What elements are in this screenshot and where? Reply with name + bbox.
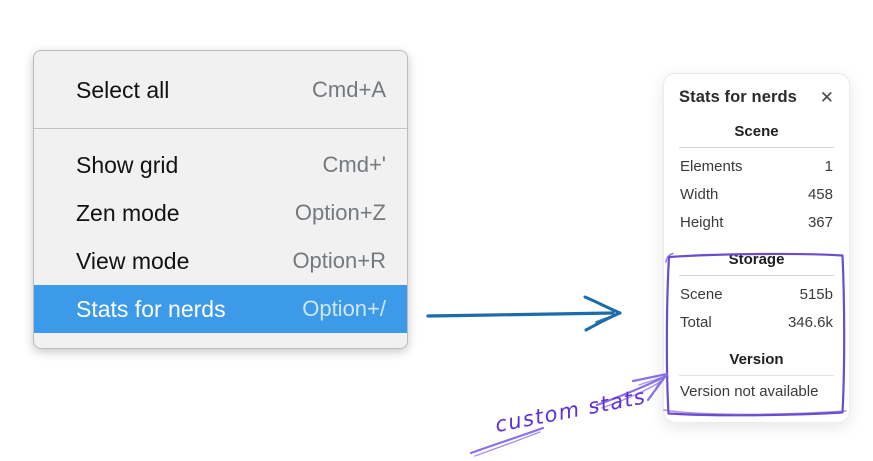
stats-panel-header: Stats for nerds ✕	[664, 74, 849, 109]
section-header: Storage	[728, 251, 785, 268]
menu-item-stats-for-nerds[interactable]: Stats for nerds Option+/	[34, 285, 407, 333]
blue-arrow	[426, 295, 622, 332]
stat-row-elements: Elements 1	[680, 153, 833, 181]
menu-item-zen-mode[interactable]: Zen mode Option+Z	[34, 189, 407, 237]
context-menu: Select all Cmd+A Show grid Cmd+' Zen mod…	[33, 50, 408, 349]
stat-label: Width	[680, 186, 719, 203]
stat-value: 1	[824, 158, 833, 175]
menu-shortcut: Option+R	[292, 248, 386, 273]
stat-label: Scene	[680, 286, 723, 303]
menu-separator	[34, 128, 407, 129]
menu-shortcut: Option+/	[302, 296, 386, 321]
menu-shortcut: Option+Z	[294, 200, 386, 225]
section-divider	[679, 275, 834, 276]
menu-shortcut: Cmd+A	[312, 77, 386, 102]
menu-item-label: View mode	[76, 247, 190, 274]
stat-label: Elements	[680, 158, 743, 175]
section-scene: Scene Elements 1 Width 458 Height 367	[664, 123, 849, 237]
section-storage: Storage Scene 515b Total 346.6k	[664, 251, 849, 337]
menu-item-show-grid[interactable]: Show grid Cmd+'	[34, 141, 407, 189]
menu-item-label: Stats for nerds	[76, 295, 226, 322]
close-icon[interactable]: ✕	[819, 88, 834, 107]
section-divider	[679, 147, 834, 148]
menu-item-label: Select all	[76, 76, 170, 103]
stat-row-total-size: Total 346.6k	[680, 309, 833, 337]
menu-item-select-all[interactable]: Select all Cmd+A	[34, 64, 407, 116]
stat-row-width: Width 458	[680, 181, 833, 209]
panel-title: Stats for nerds	[679, 88, 797, 106]
stat-label: Height	[680, 214, 724, 231]
stat-value: 367	[807, 214, 833, 231]
menu-item-label: Show grid	[76, 151, 179, 178]
menu-item-view-mode[interactable]: View mode Option+R	[34, 237, 407, 285]
section-version: Version Version not available	[664, 351, 849, 414]
stat-value: 515b	[799, 286, 833, 303]
stat-value: 346.6k	[787, 314, 833, 331]
stats-panel: Stats for nerds ✕ Scene Elements 1 Width…	[663, 73, 850, 423]
stat-value: 458	[807, 186, 833, 203]
section-header: Version	[729, 351, 784, 368]
stat-row-height: Height 367	[680, 209, 833, 237]
stat-row-scene-size: Scene 515b	[680, 281, 833, 309]
menu-shortcut: Cmd+'	[322, 152, 387, 177]
menu-item-label: Zen mode	[76, 199, 180, 226]
version-note: Version not available	[680, 383, 819, 400]
custom-stats-label: custom stats	[493, 384, 649, 438]
section-divider	[679, 375, 834, 376]
stat-label: Total	[680, 314, 712, 331]
section-header: Scene	[734, 123, 779, 140]
